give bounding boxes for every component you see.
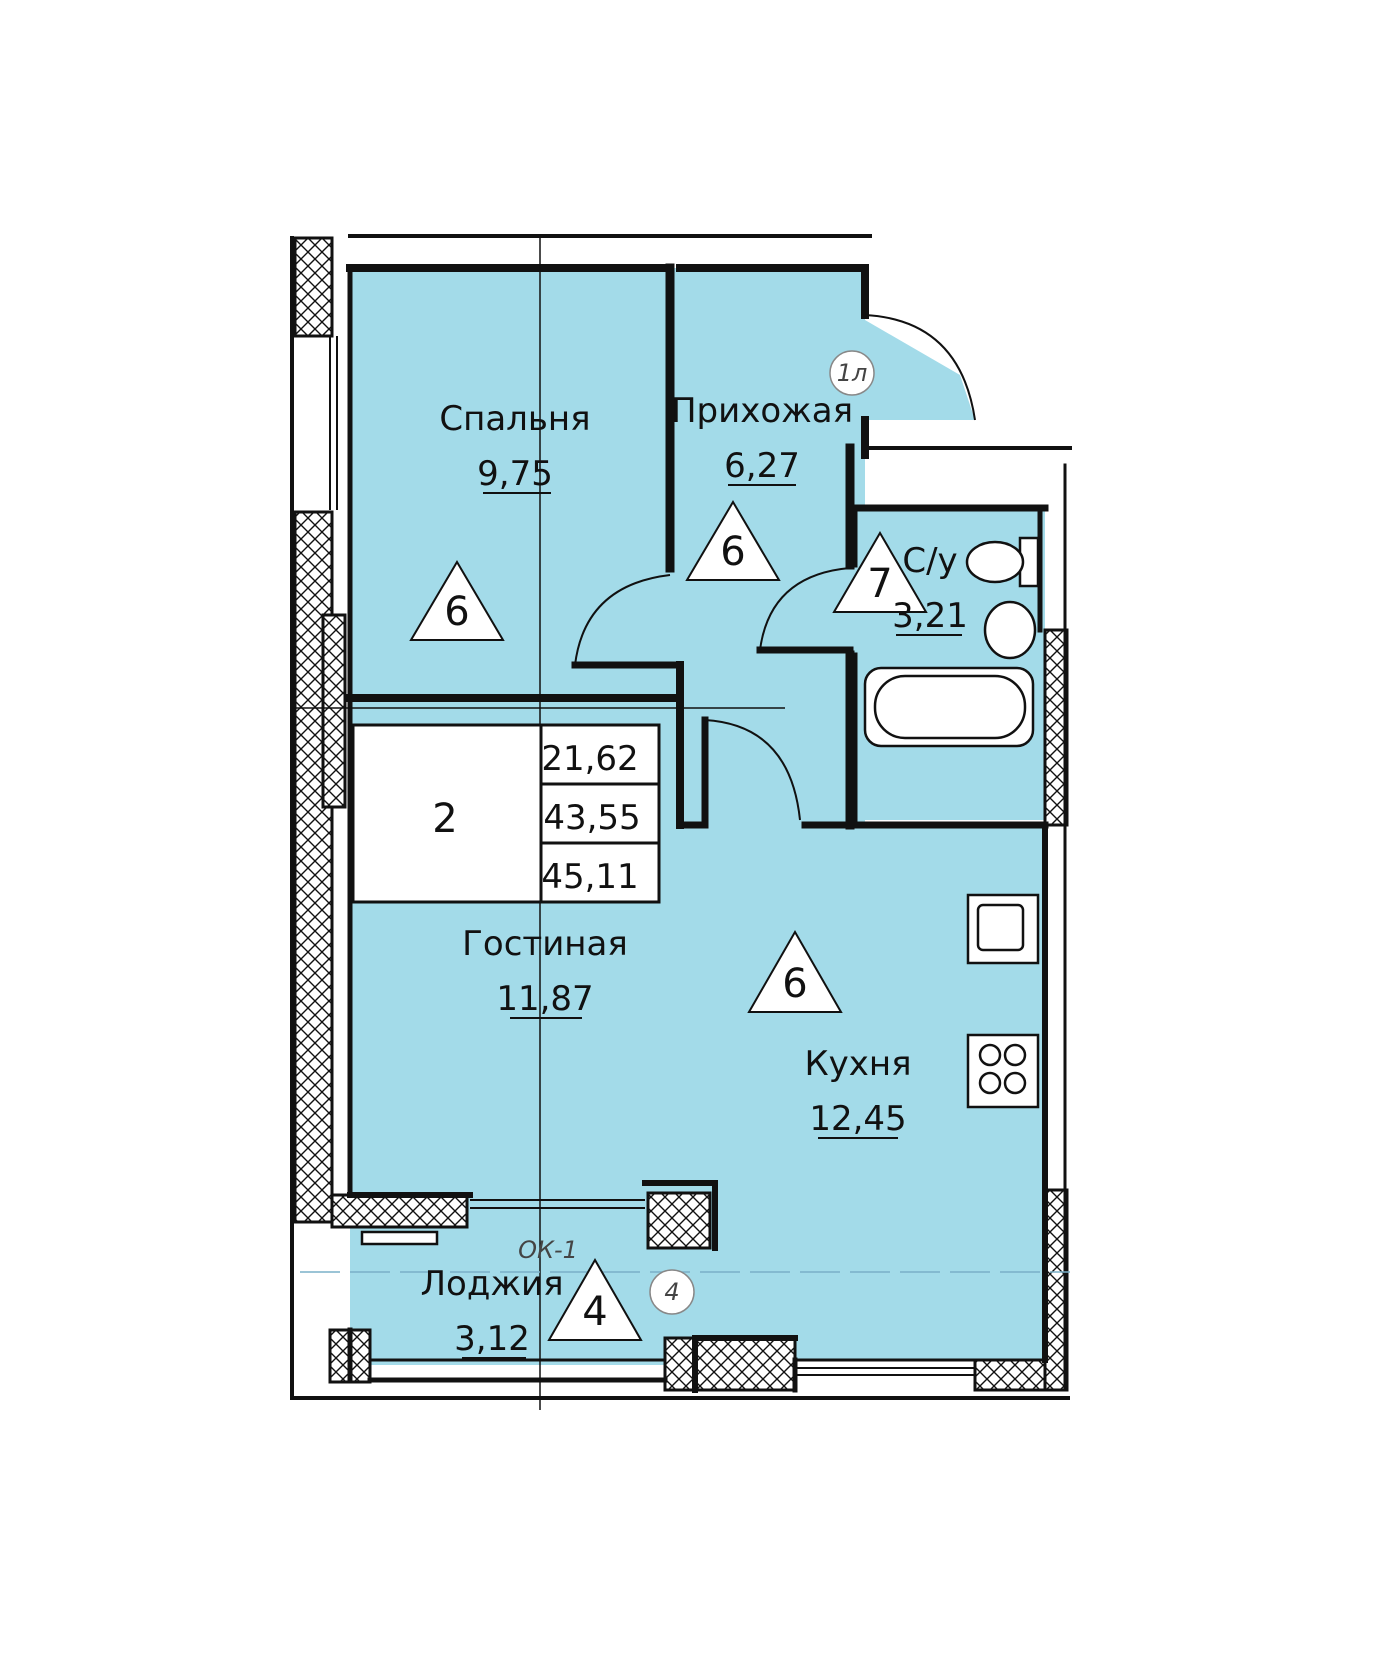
door-tags (649, 350, 875, 1315)
south-pier-middle (663, 1336, 797, 1392)
west-wall-upper (293, 236, 334, 338)
entrance-tag-text: 1л (837, 359, 868, 387)
stove (966, 1033, 1040, 1109)
hall-marker-text: 6 (720, 529, 745, 575)
loggia-floor (350, 1230, 695, 1365)
loggia-door-tag (649, 1269, 695, 1315)
bathroom-door-swing (759, 567, 851, 651)
bedroom-area: 9,75 (477, 454, 553, 494)
finish-markers (409, 500, 928, 1341)
total-area-cell (539, 782, 661, 845)
east-wall-upper (1043, 628, 1069, 827)
bathroom-area: 3,21 (892, 596, 968, 636)
entrance-tag (829, 350, 875, 396)
kitchen-name: Кухня (804, 1044, 911, 1084)
windows (329, 336, 975, 1376)
kitchen-area: 12,45 (809, 1099, 906, 1139)
kitchen-sink-bowl (976, 903, 1025, 952)
hall-marker (685, 500, 781, 581)
stove-burner-4 (1003, 1071, 1027, 1095)
stove-burner-1 (978, 1043, 1002, 1067)
west-pier (321, 613, 347, 809)
exterior-walls (293, 236, 1069, 1392)
stove-burner-2 (1003, 1043, 1027, 1067)
living-name: Гостиная (462, 924, 628, 964)
living-area: 21,62 (541, 739, 638, 779)
bathroom-marker-text: 7 (867, 561, 892, 607)
rooms-count: 2 (432, 796, 457, 842)
bathroom-name: С/у (902, 541, 957, 581)
loggia-door-tag-text: 4 (664, 1278, 679, 1306)
bathroom-marker (832, 531, 928, 613)
walls (290, 234, 1072, 1400)
total-area-with-loggia: 45,11 (541, 857, 638, 897)
rooms-count-cell (351, 723, 543, 904)
hall-name: Прихожая (671, 391, 853, 431)
bathroom-sink (983, 600, 1037, 660)
kitchen-marker-text: 6 (782, 961, 807, 1007)
summary-table: 2 21,62 43,55 45,11 (351, 723, 661, 904)
kitchen-marker (747, 929, 843, 1013)
loggia-rack (360, 1230, 439, 1246)
floor-areas (350, 268, 1045, 1365)
stove-burner-3 (978, 1071, 1002, 1095)
loggia-name: Лоджия (420, 1264, 563, 1304)
bedroom-marker (409, 560, 505, 641)
entrance-door-swing (864, 314, 976, 421)
living-area-label: 11,87 (496, 979, 593, 1019)
south-wall-living (330, 1193, 469, 1229)
loggia-pier-right (646, 1191, 712, 1250)
bathtub-inner (873, 674, 1027, 740)
toilet-bowl (965, 540, 1025, 584)
corridor-floor (670, 600, 865, 830)
bedroom-floor (350, 268, 670, 698)
bedroom-name: Спальня (439, 399, 590, 439)
bedroom-marker-text: 6 (444, 589, 469, 635)
window-label: ОК-1 (518, 1236, 578, 1264)
bedroom-door-swing (574, 574, 671, 666)
living-area-cell (539, 723, 661, 786)
fixtures (360, 536, 1040, 1246)
doors (574, 314, 976, 821)
hall-area: 6,27 (724, 446, 800, 486)
total-area-loggia-cell (539, 841, 661, 904)
loggia-marker (547, 1257, 643, 1341)
total-area: 43,55 (543, 798, 640, 838)
loggia-marker-text: 4 (582, 1289, 607, 1335)
hall-entrance-floor (865, 320, 975, 420)
loggia-area: 3,12 (454, 1319, 530, 1359)
living-door-swing (704, 719, 801, 821)
